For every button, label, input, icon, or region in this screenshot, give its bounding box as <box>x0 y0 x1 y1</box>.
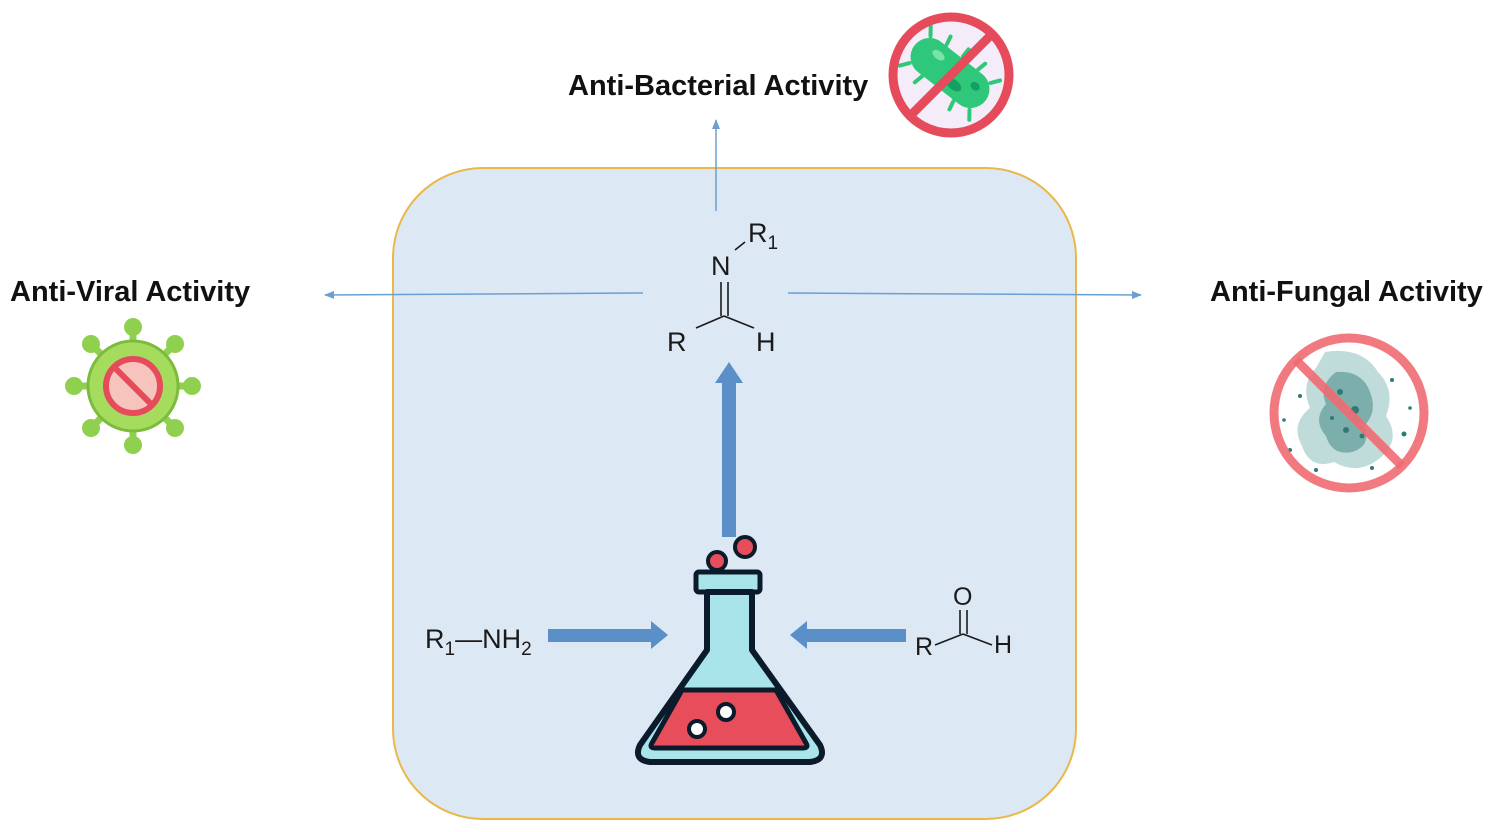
aldehyde-structure: O R H <box>915 583 1012 661</box>
aldehyde-oxygen: O <box>953 583 972 611</box>
arrow-to-antiviral <box>324 290 644 299</box>
antibacterial-label: Anti-Bacterial Activity <box>568 70 869 102</box>
arrow-flask-to-product <box>715 362 743 537</box>
reaction-flask-icon <box>635 535 825 765</box>
schiff-nitrogen: N <box>711 251 731 281</box>
schiff-r-group: R <box>667 327 687 357</box>
virus-prohibited-icon <box>65 318 201 454</box>
amine-structure: R1—NH2 <box>425 624 532 660</box>
arrow-amine-to-flask <box>548 621 668 649</box>
fungus-prohibited-icon <box>1269 333 1429 493</box>
amine-formula: R1—NH2 <box>425 624 532 660</box>
aldehyde-hydrogen: H <box>994 631 1012 659</box>
aldehyde-r-group: R <box>915 633 933 661</box>
bacteria-prohibited-icon <box>888 12 1014 138</box>
schiff-hydrogen: H <box>756 327 776 357</box>
antiviral-label: Anti-Viral Activity <box>10 276 251 308</box>
schiff-base-structure: R1 N R H <box>667 218 778 357</box>
arrow-to-antifungal <box>787 290 1142 299</box>
antifungal-label: Anti-Fungal Activity <box>1210 276 1483 308</box>
schiff-r1: R1 <box>748 218 778 254</box>
arrow-aldehyde-to-flask <box>790 621 906 649</box>
